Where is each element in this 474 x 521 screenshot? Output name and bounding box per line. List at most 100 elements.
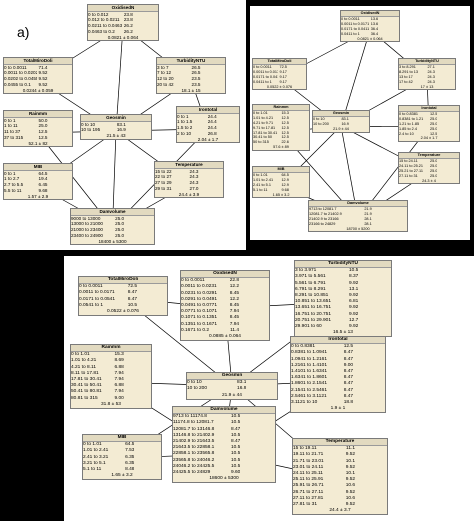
state-value: 9.52 (345, 464, 356, 470)
node-title: TotalMiroDoli (253, 59, 306, 65)
state-label: 0.0463 to 0.2 (88, 28, 115, 34)
state-label: 21.71 to 23.01 (293, 458, 324, 464)
state-label: 6.791 to 8.291 (295, 286, 326, 292)
state-value: 10.5 (230, 457, 241, 463)
panel-b-label: b) (279, 18, 292, 34)
link-oxidisedn-to-geosmin (115, 26, 124, 132)
state-label: 13000 to 21000 (71, 221, 103, 227)
state-label: 3 to 7 (157, 64, 169, 70)
state-label: 22 to 27 (155, 174, 172, 180)
state-value: 25.0 (430, 116, 438, 121)
state-label: 0.0171 to 0.0541 (79, 296, 116, 302)
state-value: 24.3 (427, 79, 435, 84)
state-value: 25.0 (115, 227, 125, 233)
node-title: TurbidityNTU (157, 58, 225, 65)
state-label: 0 to 0.8381 (291, 344, 316, 350)
state-label: 0.1671 to 0.2 (181, 327, 210, 333)
node-title: Irontotal (399, 106, 459, 112)
state-value: 9.52 (38, 81, 48, 87)
state-label: 1.8601 to 2.1541 (291, 381, 328, 387)
state-value: 10.5 (230, 414, 241, 420)
state-value: 7.94 (229, 321, 240, 327)
state-label: 17.81 to 30.41 (71, 377, 102, 383)
state-value: 83.1 (237, 380, 247, 386)
node-title: Rainmm (253, 105, 309, 111)
node-title: TotalMiroDoli (4, 58, 72, 65)
state-label: 5.561 to 6.791 (295, 280, 326, 286)
node-summary: 57.6 ± 89 (273, 145, 289, 150)
state-label: 8.291 to 10.851 (295, 293, 329, 299)
state-value: 6.88 (114, 383, 124, 389)
state-value: 22.8 (229, 278, 240, 284)
state-label: 5.1 to 11 (83, 467, 102, 473)
state-value: 10.5 (349, 268, 359, 274)
state-value: 7.94 (114, 370, 124, 376)
state-label: 5.5 to 11 (4, 187, 22, 193)
state-label: 13 to 17 (399, 74, 413, 79)
state-value: 12.2 (229, 284, 240, 290)
state-label: 12081.7 to 21402.9 (309, 211, 342, 216)
state-value: 12.9 (281, 182, 289, 187)
state-label: 0 to 0.0011 (341, 16, 360, 21)
state-label: 23.01 to 24.11 (293, 464, 324, 470)
state-value: 9.52 (345, 502, 356, 508)
state-label: 3 to 8.291 (399, 64, 416, 69)
state-label: 15 to 22 (155, 168, 172, 174)
state-value: 6.81 (349, 299, 359, 305)
state-label: 1.85 to 2.4 (399, 126, 417, 131)
state-value: 64.5 (281, 172, 289, 177)
state-label: 0 to 0.8381 (399, 111, 419, 116)
state-label: 0 to 0.0011 (4, 64, 27, 70)
